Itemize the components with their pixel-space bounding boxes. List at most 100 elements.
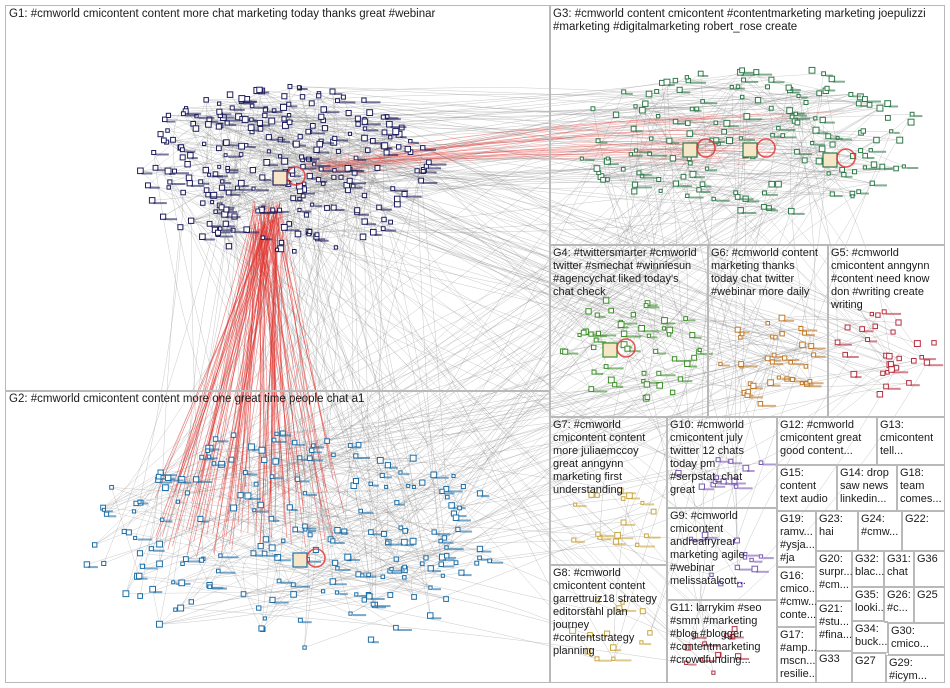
- node: [870, 161, 878, 168]
- node: [216, 108, 223, 115]
- node-label: [323, 142, 334, 145]
- node-label: [825, 74, 833, 77]
- node: [666, 137, 673, 144]
- node-label: [766, 193, 779, 196]
- node: [672, 180, 679, 187]
- edge: [289, 86, 324, 122]
- node-label: [261, 124, 270, 127]
- node-label: [614, 649, 622, 652]
- node: [850, 370, 858, 378]
- node: [419, 479, 426, 486]
- node-label: [771, 384, 781, 387]
- node-label: [243, 102, 255, 105]
- edge: [321, 103, 888, 170]
- node: [438, 561, 444, 567]
- node-label: [164, 520, 173, 523]
- node-label: [577, 505, 587, 508]
- group-label-g15: G15: content text audio: [780, 467, 828, 505]
- node: [216, 568, 221, 574]
- edge: [401, 127, 686, 319]
- edge: [382, 555, 447, 577]
- edge-highlight: [265, 204, 322, 508]
- node: [137, 167, 144, 175]
- node: [726, 137, 733, 145]
- group-box-g23: [816, 511, 858, 551]
- group-label-g35: G35: looki...: [855, 589, 884, 614]
- edge: [737, 314, 879, 568]
- edge: [252, 157, 708, 171]
- node: [884, 100, 892, 107]
- node-label: [302, 621, 312, 624]
- node-layer: [83, 66, 944, 675]
- node: [210, 191, 218, 199]
- edge: [370, 531, 431, 588]
- node: [718, 361, 723, 367]
- node: [476, 545, 484, 553]
- node-label: [211, 225, 222, 228]
- node-label: [153, 202, 167, 205]
- node-label: [874, 184, 887, 187]
- node-label: [749, 396, 764, 399]
- node-label: [625, 92, 633, 95]
- node-label: [704, 102, 718, 105]
- node: [735, 84, 741, 89]
- edge: [264, 540, 284, 619]
- edge: [309, 203, 398, 232]
- edge: [142, 482, 423, 567]
- node: [222, 220, 229, 227]
- node: [798, 326, 804, 331]
- edge: [167, 130, 273, 211]
- node: [381, 142, 389, 150]
- node-label: [676, 360, 692, 362]
- node-label: [229, 169, 239, 172]
- node: [643, 303, 649, 308]
- edge: [316, 149, 414, 542]
- node: [136, 572, 143, 580]
- group-label-g18: G18: team comes...: [900, 467, 942, 505]
- edge: [259, 122, 442, 565]
- node: [430, 471, 438, 479]
- edge: [162, 216, 735, 482]
- node: [751, 565, 759, 573]
- node-label: [311, 459, 324, 462]
- edge: [383, 372, 645, 535]
- node: [452, 514, 460, 521]
- edge: [683, 176, 891, 365]
- node-label: [391, 572, 402, 575]
- node: [808, 343, 815, 350]
- node: [782, 355, 788, 361]
- edge: [747, 378, 788, 396]
- edge: [330, 357, 695, 540]
- node: [389, 566, 394, 572]
- edge: [356, 131, 396, 213]
- group-label-g7: G7: #cmworld cmicontent content more jul…: [553, 419, 646, 496]
- node: [617, 321, 625, 329]
- node-label: [792, 363, 804, 366]
- edge: [296, 86, 768, 145]
- node: [379, 472, 385, 478]
- group-box-g7: [550, 417, 667, 565]
- node-label: [635, 130, 643, 133]
- node-label: [599, 535, 615, 538]
- node: [257, 126, 264, 132]
- node: [165, 128, 170, 133]
- node: [247, 443, 255, 451]
- node: [305, 128, 311, 135]
- node-label: [254, 106, 266, 109]
- node-label: [216, 464, 226, 467]
- edge: [404, 569, 443, 576]
- node: [292, 249, 297, 254]
- edge: [597, 114, 913, 316]
- node: [734, 326, 741, 333]
- node: [873, 136, 880, 144]
- group-box-g19: [777, 511, 816, 567]
- node-label: [365, 101, 381, 104]
- edge: [607, 161, 686, 319]
- node-label: [693, 336, 702, 339]
- edge: [209, 119, 214, 196]
- edge-highlight: [269, 219, 324, 554]
- node-label: [860, 104, 868, 107]
- edge: [416, 170, 442, 565]
- node-label: [697, 636, 707, 639]
- node-label: [385, 229, 397, 232]
